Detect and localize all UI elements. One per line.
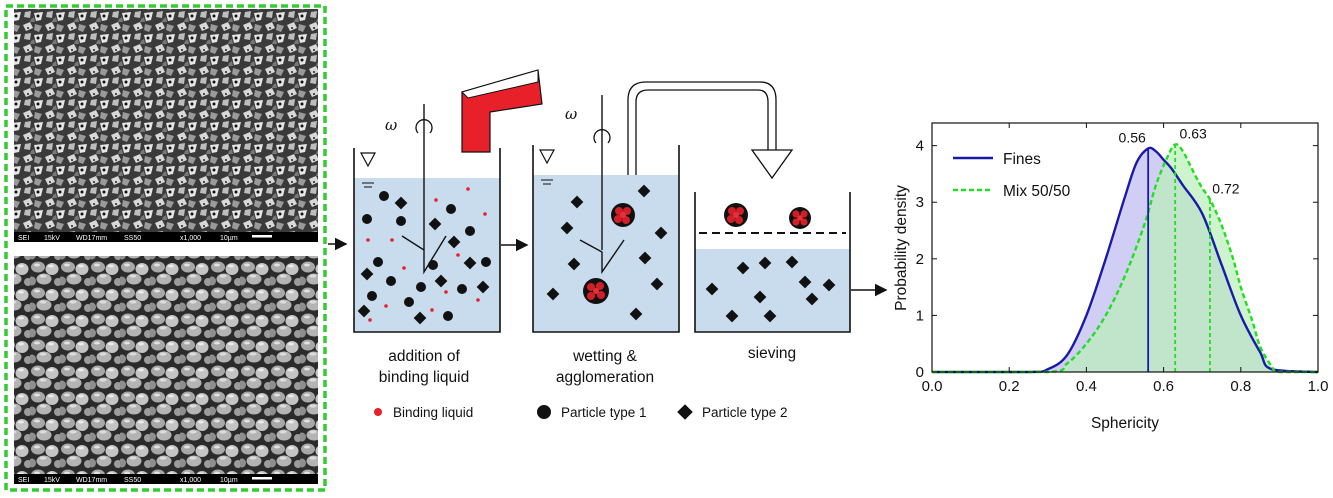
- tank2-label-line1: wetting &: [572, 348, 637, 365]
- chart-legend: Fines Mix 50/50: [953, 151, 1071, 200]
- chart-lines: [932, 143, 1319, 374]
- binding-liquid-icon: [374, 408, 382, 416]
- tank2-agglomerates: [583, 203, 635, 304]
- sem-image-fines: [14, 9, 318, 242]
- sem-top-caption-2: WD17mm: [76, 235, 107, 242]
- y-tick-label-4: 4: [916, 138, 924, 155]
- transfer-arrow-head: [750, 149, 794, 180]
- x-tick-label-4: 0.8: [1230, 378, 1251, 395]
- sem-bottom-caption-3: SS50: [124, 477, 141, 484]
- x-tick-label-2: 0.4: [1076, 378, 1097, 395]
- chart-plot-frame: [931, 122, 1319, 373]
- transfer-pipe-inner: [635, 89, 769, 175]
- x-tick-label-5: 1.0: [1308, 378, 1329, 395]
- legend-fines-label: Fines: [1003, 151, 1041, 168]
- tank3-walls: [694, 192, 851, 333]
- series-fill-1: [932, 144, 1318, 372]
- tank-sieving: sieving: [694, 192, 851, 362]
- binder-pour-spout-rim: [461, 69, 539, 99]
- sem-bottom-caption-2: WD17mm: [76, 477, 107, 484]
- sem-top-caption-3: SS50: [124, 235, 141, 242]
- sem-scale-bar-top: [252, 235, 272, 238]
- sem-panel: SEI 15kV WD17mm SS50 x1,000 10µm SEI 15k…: [4, 4, 327, 492]
- x-tick-label-0: 0.0: [922, 378, 943, 395]
- transfer-pipe: [627, 81, 777, 175]
- tank1-particles: [357, 187, 491, 325]
- chart-xlabel: Sphericity: [1091, 415, 1159, 432]
- agglomerate: [611, 203, 635, 227]
- sem-frame: [4, 4, 327, 492]
- annotation-label-0: 0.56: [1119, 129, 1146, 145]
- sem-top-caption-4: x1,000: [180, 235, 201, 242]
- tank2-level-icon: [538, 149, 556, 165]
- chart-annotations: 0.56 0.63 0.72: [1119, 126, 1240, 372]
- particle-type-2-icon: [677, 404, 693, 420]
- particle-type-1-icon: [537, 405, 551, 419]
- sem-bottom-caption-1: 15kV: [44, 477, 60, 484]
- chart-ticks: 0.0 0.2 0.4 0.6 0.8 1.0 0 1 2 3 4: [916, 123, 1329, 395]
- agglomerate: [724, 203, 748, 227]
- tank2-liquid: [533, 175, 679, 332]
- legend-particle-type-1: Particle type 1: [561, 405, 647, 420]
- tank-binding-liquid: ω: [353, 69, 543, 386]
- series-line-0: [932, 146, 1319, 374]
- sem-caption-bar-top: [14, 232, 318, 242]
- legend-particle-type-2: Particle type 2: [702, 405, 788, 420]
- sem-scale-bar-bottom: [252, 477, 272, 480]
- tank2-walls: [532, 145, 680, 333]
- sem-caption-bar-bottom: [14, 474, 318, 484]
- x-tick-label-1: 0.2: [999, 378, 1020, 395]
- agglomerate: [789, 207, 811, 229]
- tank1-omega-symbol: ω: [385, 116, 397, 134]
- tank1-walls: [353, 148, 501, 333]
- series-line-1: [932, 143, 1318, 374]
- sem-image-mix: [14, 256, 318, 484]
- tank2-omega-symbol: ω: [565, 105, 577, 123]
- tank1-label-line1: addition of: [388, 348, 460, 365]
- tank-agglomeration: ω: [532, 95, 680, 386]
- legend-mix-label: Mix 50/50: [1003, 183, 1071, 200]
- annotation-label-2: 0.72: [1212, 180, 1239, 196]
- y-tick-label-3: 3: [916, 194, 924, 211]
- tank1-impeller: [401, 235, 447, 275]
- tank1-binder-stream: [461, 69, 543, 153]
- chart-fills: [932, 144, 1318, 372]
- sem-bottom-caption-0: SEI: [18, 477, 29, 484]
- legend-binding-liquid: Binding liquid: [393, 405, 473, 420]
- process-legend: Binding liquid Particle type 1 Particle …: [374, 404, 788, 420]
- tank1-level-icon: [359, 152, 377, 168]
- annotation-label-1: 0.63: [1180, 126, 1207, 142]
- y-tick-label-0: 0: [916, 364, 924, 381]
- agglomerate: [583, 278, 609, 304]
- sem-bottom-caption-4: x1,000: [180, 477, 201, 484]
- sem-top-caption-1: 15kV: [44, 235, 60, 242]
- tank1-label-line2: binding liquid: [379, 369, 470, 386]
- tank1-liquid: [354, 178, 500, 332]
- y-tick-label-2: 2: [916, 251, 924, 268]
- sem-top-caption-0: SEI: [18, 235, 29, 242]
- y-tick-label-1: 1: [916, 307, 924, 324]
- tank2-impeller: [579, 239, 625, 275]
- x-tick-label-3: 0.6: [1153, 378, 1174, 395]
- chart-ylabel: Probability density: [893, 185, 910, 311]
- sem-top-caption-5: 10µm: [220, 235, 238, 242]
- tank2-label-line2: agglomeration: [556, 369, 654, 386]
- sphericity-chart: 0.56 0.63 0.72 0.0 0.2 0.4 0.6 0.8 1.0 0 1 2 3 4 Fin…: [893, 122, 1329, 432]
- tank3-label: sieving: [748, 345, 796, 362]
- sem-bottom-caption-5: 10µm: [220, 477, 238, 484]
